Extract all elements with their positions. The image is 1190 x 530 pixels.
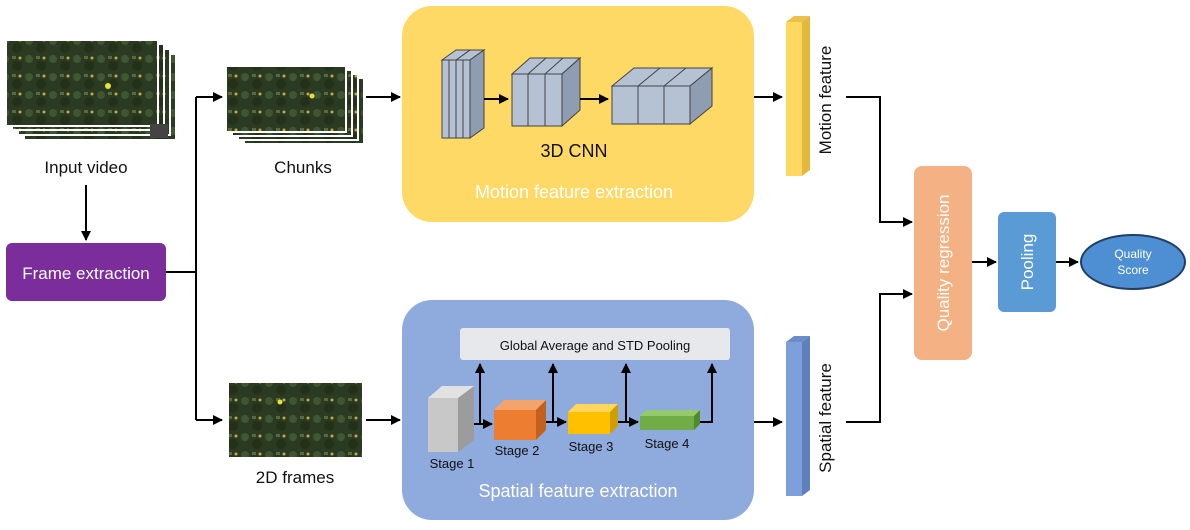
stage-connectors — [474, 363, 717, 429]
motion-feature-bar — [786, 16, 810, 176]
connectors-to-regression — [846, 96, 913, 423]
motion-extraction-label: Motion feature extraction — [475, 182, 673, 202]
stage2-label: Stage 2 — [495, 443, 540, 458]
cnn-block-2 — [510, 56, 582, 128]
pooling-label: Pooling — [1018, 234, 1037, 291]
quality-regression-box: Quality regression — [914, 166, 972, 360]
motion-feature-panel: 3D CNN Motion feature extraction — [402, 6, 754, 222]
motion-feature-label: Motion feature — [816, 46, 835, 155]
stage4-block — [640, 410, 700, 430]
spatial-feature-bar — [786, 336, 810, 496]
stage1-block — [428, 386, 474, 452]
global-pooling-label: Global Average and STD Pooling — [500, 338, 691, 353]
chunks-thumbnails — [225, 65, 365, 145]
cnn-3d-label: 3D CNN — [540, 141, 607, 161]
spatial-extraction-label: Spatial feature extraction — [478, 481, 677, 501]
quality-regression-label: Quality regression — [934, 194, 953, 331]
chunks-label: Chunks — [274, 158, 332, 177]
stage1-label: Stage 1 — [430, 456, 475, 471]
stage3-label: Stage 3 — [569, 439, 614, 454]
stage3-block — [568, 404, 618, 434]
stage2-block — [494, 400, 546, 440]
connector-splitter — [166, 92, 223, 425]
frames-2d-label: 2D frames — [256, 468, 334, 487]
quality-score-line1: Quality — [1114, 247, 1151, 261]
cnn-block-1 — [440, 49, 486, 139]
spatial-feature-label: Spatial feature — [816, 363, 835, 473]
pooling-box: Pooling — [998, 212, 1056, 312]
frames-2d-thumbnail — [227, 381, 364, 459]
cnn-block-3 — [610, 66, 714, 126]
frame-extraction-label: Frame extraction — [22, 264, 150, 283]
frame-extraction-box: Frame extraction — [6, 243, 166, 301]
stage4-label: Stage 4 — [645, 436, 690, 451]
input-video-label: Input video — [44, 158, 127, 177]
spatial-feature-panel: Global Average and STD Pooling Stage 1 S… — [402, 300, 754, 520]
global-pooling-box: Global Average and STD Pooling — [460, 328, 730, 360]
quality-score-ellipse: Quality Score — [1080, 234, 1186, 290]
input-video-thumbnails — [5, 39, 177, 141]
quality-score-line2: Score — [1117, 263, 1149, 277]
